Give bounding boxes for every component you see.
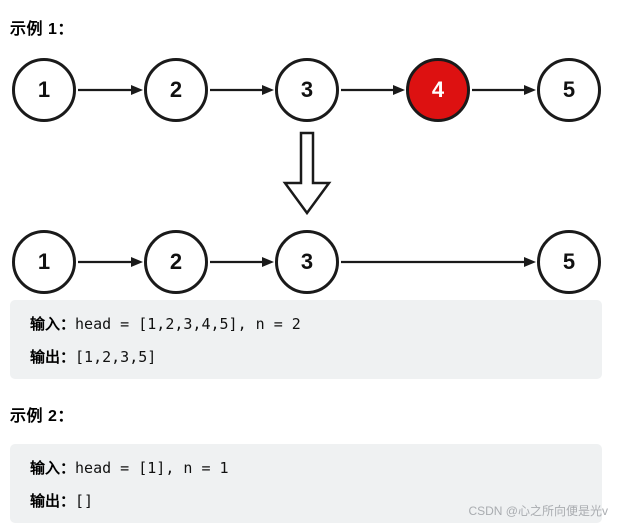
input-label: 输入：: [30, 460, 76, 477]
example1-io-box: 输入：head = [1,2,3,4,5], n = 2 输出：[1,2,3,5…: [10, 300, 602, 379]
example2-io-box: 输入：head = [1], n = 1 输出：[]: [10, 444, 602, 523]
output-line: 输出：[]: [30, 485, 582, 518]
input-label: 输入：: [30, 316, 76, 333]
list-node: 2: [144, 58, 208, 122]
input-line: 输入：head = [1], n = 1: [30, 452, 582, 485]
output-value: []: [75, 492, 94, 510]
output-value: [1,2,3,5]: [75, 348, 157, 366]
input-value: head = [1,2,3,4,5], n = 2: [75, 315, 301, 333]
output-label: 输出：: [30, 493, 76, 510]
list-node: 1: [12, 230, 76, 294]
list-node: 3: [275, 58, 339, 122]
input-value: head = [1], n = 1: [75, 459, 229, 477]
example1-heading: 示例 1：: [10, 21, 74, 38]
watermark: CSDN @心之所向便是光v: [468, 504, 608, 518]
list-node-highlighted: 4: [406, 58, 470, 122]
list-node: 1: [12, 58, 76, 122]
list-node: 5: [537, 230, 601, 294]
input-line: 输入：head = [1,2,3,4,5], n = 2: [30, 308, 582, 341]
list-node: 5: [537, 58, 601, 122]
list-node: 3: [275, 230, 339, 294]
example2-heading: 示例 2：: [10, 408, 74, 425]
down-arrow-icon: [282, 131, 332, 216]
output-label: 输出：: [30, 349, 76, 366]
arrow-layer: [78, 85, 536, 267]
list-node: 2: [144, 230, 208, 294]
output-line: 输出：[1,2,3,5]: [30, 341, 582, 374]
